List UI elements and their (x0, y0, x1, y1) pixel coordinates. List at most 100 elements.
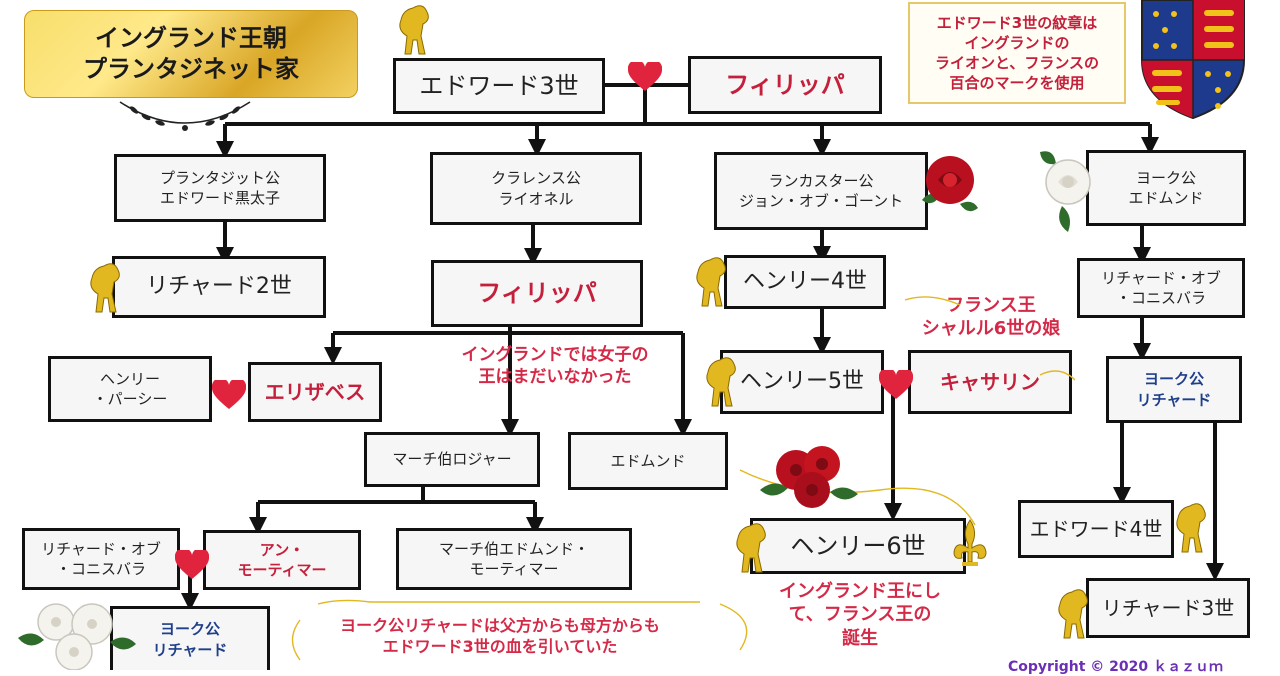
catherine-label: キャサリン (940, 369, 1040, 394)
york-richard-right-box: ヨーク公 リチャード (1106, 356, 1242, 423)
roger-mortimer-label: マーチ伯ロジャー (392, 450, 512, 469)
lionel-line-1: クラレンス公 (491, 169, 581, 188)
henry5-box: ヘンリー5世 (720, 350, 884, 414)
henry-percy-box: ヘンリー ・パーシー (48, 356, 212, 422)
york-note: ヨーク公リチャードは父方からも母方からも エドワード3世の血を引いていた (290, 616, 710, 658)
york-richard-right-line-2: リチャード (1136, 390, 1212, 409)
black-prince-box: プランタジット公 エドワード黒太子 (114, 154, 326, 222)
title-line-1: イングランド王朝 (95, 23, 287, 52)
philippa-mid-label: フィリッパ (477, 279, 597, 308)
richard-conisburgh-left-box: リチャード・オブ ・コニスバラ (22, 528, 180, 590)
edmund-mid-box: エドムンド (568, 432, 728, 490)
laurel-ornament-icon (119, 101, 251, 131)
henry6-box: ヘンリー6世 (750, 518, 966, 574)
lion-icon (736, 523, 766, 573)
york-richard-right-line-1: ヨーク公 (1143, 370, 1204, 389)
edward4-box: エドワード4世 (1018, 500, 1174, 558)
edward4-label: エドワード4世 (1029, 516, 1163, 541)
philippa-top-box: フィリッパ (688, 56, 882, 114)
york-richard-left-box: ヨーク公 リチャード (110, 606, 270, 670)
lion-icon (696, 257, 726, 307)
charles6-note: フランス王 シャルル6世の娘 (896, 294, 1086, 341)
lion-icon (1176, 503, 1206, 553)
copyright-text: Copyright © 2020 ｋａｚｕｍ (1008, 659, 1224, 675)
edmund-mid-label: エドムンド (610, 451, 686, 470)
york-note-line-2: エドワード3世の血を引いていた (382, 636, 618, 656)
edmund-york-line-1: ヨーク公 (1135, 168, 1196, 187)
edmund-mortimer-box: マーチ伯エドムンド・ モーティマー (396, 528, 632, 590)
elizabeth-label: エリザベス (264, 379, 366, 404)
henry5-label: ヘンリー5世 (740, 369, 864, 395)
red-rose-icon (922, 156, 978, 212)
white-rose-icon (18, 603, 136, 670)
philippa-mid-box: フィリッパ (431, 260, 643, 327)
crest-note-line-3: ライオンと、フランスの (934, 54, 1100, 72)
lionel-box: クラレンス公 ライオネル (430, 152, 642, 225)
lion-icon (1058, 589, 1088, 639)
henry6-note-line-2: て、フランス王の (788, 604, 932, 626)
edmund-mortimer-line-1: マーチ伯エドムンド・ (438, 539, 589, 558)
heart-icon (879, 370, 913, 399)
heart-icon (212, 380, 246, 409)
heart-icon (628, 62, 662, 91)
henry6-note: イングランド王にし て、フランス王の 誕生 (760, 580, 960, 650)
no-queen-note-line-1: イングランドでは女子の (461, 345, 649, 365)
henry6-note-line-3: 誕生 (842, 627, 878, 649)
gaunt-line-1: ランカスター公 (768, 171, 874, 190)
crest-note: エドワード3世の紋章は イングランドの ライオンと、フランスの 百合のマークを使… (908, 2, 1126, 104)
philippa-top-label: フィリッパ (725, 70, 845, 99)
catherine-box: キャサリン (908, 350, 1072, 414)
richard-conisburgh-left-line-1: リチャード・オブ (41, 539, 161, 558)
edward3-label: エドワード3世 (419, 71, 579, 100)
henry6-label: ヘンリー6世 (790, 531, 926, 560)
richard3-label: リチャード3世 (1101, 595, 1235, 620)
henry4-box: ヘンリー4世 (724, 255, 886, 309)
henry6-note-line-1: イングランド王にし (779, 581, 941, 602)
henry-percy-line-2: ・パーシー (92, 390, 168, 408)
york-richard-left-line-2: リチャード (152, 640, 228, 659)
black-prince-line-2: エドワード黒太子 (159, 189, 280, 207)
richard3-box: リチャード3世 (1086, 578, 1250, 638)
anne-mortimer-line-2: モーティマー (237, 561, 327, 579)
henry4-label: ヘンリー4世 (743, 269, 867, 295)
crest-note-line-1: エドワード3世の紋章は (936, 13, 1098, 32)
page-title: イングランド王朝 プランタジネット家 (24, 10, 358, 98)
edward3-box: エドワード3世 (393, 58, 605, 114)
henry-percy-line-1: ヘンリー (99, 369, 160, 388)
roger-mortimer-box: マーチ伯ロジャー (364, 432, 540, 487)
lion-icon (90, 263, 120, 313)
richard2-label: リチャード2世 (146, 274, 292, 300)
fleur-de-lis-icon (953, 519, 987, 566)
white-rose-icon (1040, 151, 1091, 232)
no-queen-note-line-2: 王はまだいなかった (478, 367, 632, 388)
lion-icon (399, 5, 429, 55)
gaunt-box: ランカスター公 ジョン・オブ・ゴーント (714, 152, 928, 230)
gaunt-line-2: ジョン・オブ・ゴーント (738, 192, 904, 210)
no-queen-note: イングランドでは女子の 王はまだいなかった (420, 344, 690, 388)
title-line-2: プランタジネット家 (83, 55, 299, 83)
richard-conisburgh-left-line-2: ・コニスバラ (55, 560, 146, 578)
anne-mortimer-line-1: アン・ (259, 540, 305, 559)
lionel-line-2: ライオネル (498, 189, 574, 208)
royal-crest-icon (1141, 0, 1245, 120)
charles6-note-line-1: フランス王 (946, 295, 1036, 316)
richard-conisburgh-right-line-1: リチャード・オブ (1101, 268, 1221, 287)
heart-icon (175, 550, 209, 579)
black-prince-line-1: プランタジット公 (159, 168, 280, 187)
richard-conisburgh-right-line-2: ・コニスバラ (1115, 289, 1206, 307)
charles6-note-line-2: シャルル6世の娘 (921, 318, 1061, 340)
richard2-box: リチャード2世 (112, 256, 326, 318)
crest-note-line-2: イングランドの (964, 33, 1070, 52)
edmund-york-line-2: エドムンド (1128, 189, 1204, 207)
crest-note-line-4: 百合のマークを使用 (949, 74, 1085, 93)
elizabeth-box: エリザベス (248, 362, 382, 422)
york-note-line-1: ヨーク公リチャードは父方からも母方からも (340, 616, 660, 635)
richard-conisburgh-right-box: リチャード・オブ ・コニスバラ (1077, 258, 1245, 318)
anne-mortimer-box: アン・ モーティマー (203, 530, 361, 590)
red-rose-icon (760, 446, 858, 508)
edmund-york-box: ヨーク公 エドムンド (1086, 150, 1246, 226)
edmund-mortimer-line-2: モーティマー (469, 560, 559, 578)
lion-icon (706, 357, 736, 407)
